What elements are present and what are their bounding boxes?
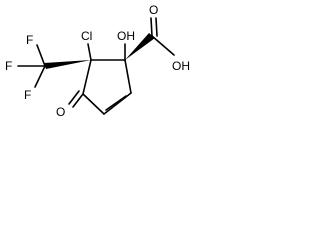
- chemical-structure-diagram: F F F Cl OH O O OH: [5, 3, 190, 119]
- fluorine-left-label: F: [5, 59, 12, 73]
- ring-bond-c5-c1: [82, 59, 92, 95]
- ketone-oxygen-label: O: [56, 105, 65, 119]
- ring-double-bond-inner: [105, 95, 127, 111]
- fluorine-top-label: F: [26, 33, 33, 47]
- ring-bond-c2-c3: [124, 59, 132, 94]
- ketone-bond-1: [72, 93, 84, 108]
- acid-c-o-double-1: [150, 17, 153, 37]
- ring-bond-c3-c4: [103, 92, 132, 115]
- c-cl-bond: [87, 43, 92, 61]
- cooh-wedge-bond: [125, 33, 155, 60]
- acid-carbonyl-oxygen-label: O: [149, 3, 158, 17]
- acid-c-oh-bond: [151, 35, 175, 56]
- c-f-top-bond: [36, 44, 46, 67]
- ketone-bond-2: [68, 90, 80, 105]
- fluorine-bottom-label: F: [24, 88, 31, 102]
- ring-bond-c4-c5: [82, 93, 105, 115]
- c-f-bottom-bond: [34, 65, 46, 88]
- chlorine-label: Cl: [81, 29, 92, 43]
- acid-hydroxyl-label: OH: [172, 59, 190, 73]
- hydroxyl-label: OH: [117, 29, 135, 43]
- cf3-wedge-bond: [44, 60, 91, 69]
- acid-c-o-double-2: [155, 17, 158, 37]
